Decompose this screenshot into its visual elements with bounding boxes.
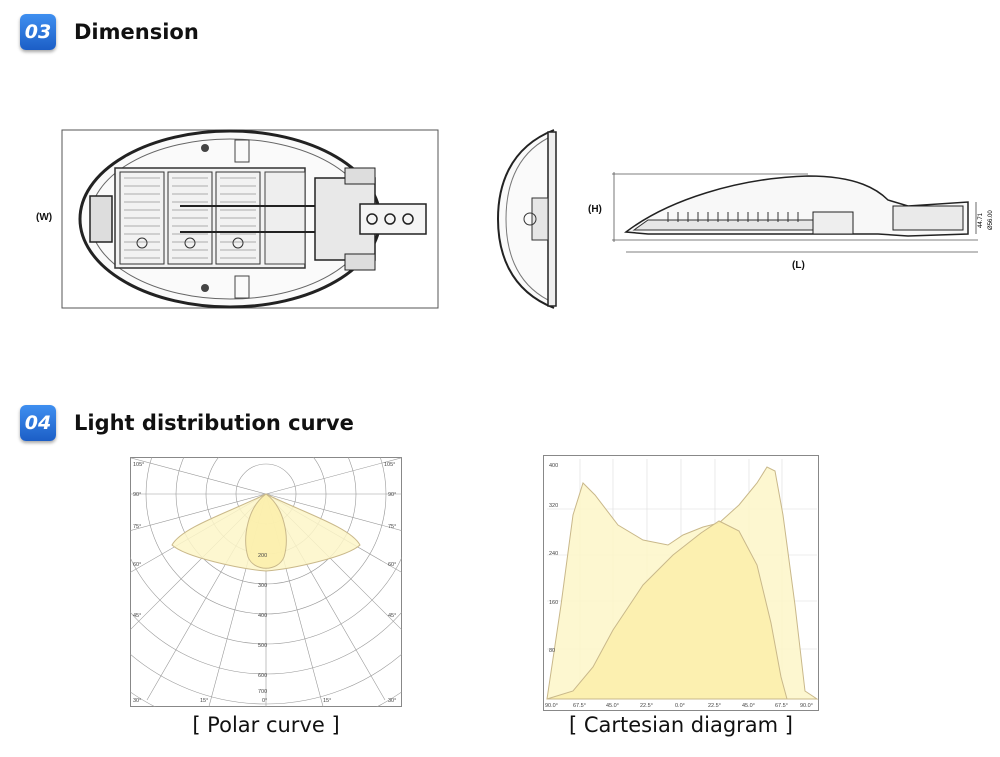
cartesian-x-label: 22.5° [640, 703, 653, 709]
polar-angle-label: 90° [133, 492, 141, 498]
polar-angle-label: 105° [384, 462, 395, 468]
cartesian-x-label: 90.0° [545, 703, 558, 709]
polar-bottom-label: 15° [200, 698, 208, 704]
cartesian-x-label: 90.0° [800, 703, 813, 709]
polar-radial-label: 400 [258, 613, 267, 619]
dim-b-label: Ø56.00 [988, 210, 994, 230]
cartesian-x-label: 45.0° [742, 703, 755, 709]
polar-angle-label: 105° [133, 462, 144, 468]
polar-radial-label: 500 [258, 643, 267, 649]
polar-caption: [ Polar curve ] [192, 713, 340, 737]
section-number-badge: 03 [20, 14, 56, 50]
polar-angle-label: 30° [388, 698, 396, 704]
cartesian-x-label: 0.0° [675, 703, 685, 709]
cartesian-y-label: 240 [549, 551, 558, 557]
polar-angle-label: 60° [133, 562, 141, 568]
polar-angle-label: 45° [388, 613, 396, 619]
cartesian-x-label: 22.5° [708, 703, 721, 709]
polar-radial-label: 300 [258, 583, 267, 589]
cartesian-chart: 400 320 240 160 80 90.0° 67.5° 45.0° 22.… [543, 455, 819, 711]
cartesian-y-label: 320 [549, 503, 558, 509]
section-title: Light distribution curve [74, 411, 354, 435]
polar-curve-chart: 105° 90° 75° 60° 45° 30° 105° 90° 75° 60… [130, 457, 402, 707]
cartesian-x-label: 67.5° [573, 703, 586, 709]
polar-curve-c90 [245, 493, 287, 569]
polar-angle-label: 60° [388, 562, 396, 568]
height-label: (H) [588, 204, 602, 215]
cartesian-y-label: 160 [549, 600, 558, 606]
polar-angle-label: 75° [388, 524, 396, 530]
cartesian-x-label: 45.0° [606, 703, 619, 709]
side-view-drawing: 44.71 Ø56.00 [612, 172, 994, 253]
top-view-drawing [61, 129, 439, 309]
section-number-badge: 04 [20, 405, 56, 441]
section-title: Dimension [74, 20, 199, 44]
polar-angle-label: 75° [133, 524, 141, 530]
cartesian-caption: [ Cartesian diagram ] [568, 713, 793, 737]
section-dimension-header: 03 Dimension [20, 14, 199, 50]
length-label: (L) [792, 260, 805, 271]
dim-a-label: 44.71 [978, 212, 984, 228]
section-distribution-header: 04 Light distribution curve [20, 405, 354, 441]
cartesian-x-label: 67.5° [775, 703, 788, 709]
cartesian-y-label: 80 [549, 648, 555, 654]
front-view-drawing [496, 129, 557, 309]
polar-radial-label: 700 [258, 689, 267, 695]
polar-angle-label: 30° [133, 698, 141, 704]
polar-bottom-label: 15° [323, 698, 331, 704]
polar-angle-label: 90° [388, 492, 396, 498]
polar-angle-label: 45° [133, 613, 141, 619]
width-label: (W) [36, 212, 53, 223]
cartesian-y-label: 400 [549, 463, 558, 469]
polar-radial-label: 200 [258, 553, 267, 559]
polar-bottom-label: 0° [262, 698, 267, 704]
cartesian-curve-c90 [546, 520, 788, 700]
polar-radial-label: 600 [258, 673, 267, 679]
